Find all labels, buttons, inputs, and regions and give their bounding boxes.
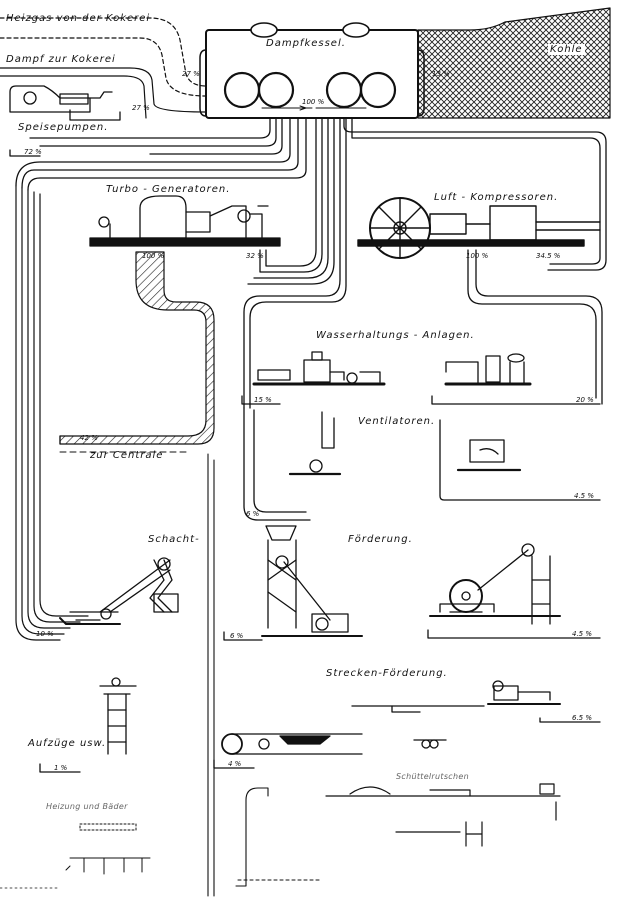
heizung-bader-machine — [65, 823, 151, 875]
label-dampfkessel: Dampfkessel. — [266, 38, 346, 49]
pct-coal: 13 % — [432, 70, 450, 78]
pct-forderung-right: 4.5 % — [572, 630, 592, 638]
pct-ventilator-right: 4.5 % — [574, 492, 594, 500]
heizgas-flow — [0, 17, 207, 97]
left-steam-column — [15, 185, 89, 641]
pct-wasser-left: 15 % — [254, 396, 272, 404]
label-kohle: Kohle — [548, 44, 585, 55]
label-heizgas: Heizgas von der Kokerei — [6, 13, 151, 24]
label-schuttelrutschen: Schüttelrutschen — [396, 772, 469, 781]
schuttelrutschen-machine — [325, 783, 561, 847]
label-schacht: Schacht- — [148, 534, 200, 545]
pct-boiler: 100 % — [302, 98, 325, 106]
wasserhaltung-machines — [241, 351, 601, 405]
label-strecken-forderung: Strecken-Förderung. — [326, 668, 448, 679]
label-dampf-kokerei: Dampf zur Kokerei — [6, 54, 116, 65]
exhaust-band — [59, 251, 215, 445]
label-aufzuge: Aufzüge usw. — [28, 738, 107, 749]
pct-schacht: 10 % — [36, 630, 54, 638]
schacht-headframe — [59, 557, 179, 625]
label-heizung-bader: Heizung und Bäder — [46, 802, 128, 811]
label-speisepumpen: Speisepumpen. — [18, 122, 109, 133]
pct-centrale: 42 % — [80, 434, 98, 442]
strecken-forderung-machine — [351, 680, 601, 723]
label-turbo-generatoren: Turbo - Generatoren. — [106, 184, 231, 195]
pct-conveyor: 4 % — [228, 760, 242, 768]
coal-flow — [417, 7, 611, 119]
label-forderung: Förderung. — [348, 534, 413, 545]
pct-steam-kokerei: 27 % — [132, 104, 150, 112]
pct-compressor-out: 34.5 % — [536, 252, 561, 260]
percentage-labels: 27 % 27 % 13 % 100 % 72 % 100 % 32 % 100… — [24, 70, 594, 772]
conveyor-machine — [213, 733, 447, 769]
forderung-headframe — [223, 525, 363, 641]
luft-kompressor-machine — [357, 197, 601, 259]
pct-wasser-right: 20 % — [576, 396, 594, 404]
ventilator-machines — [243, 407, 601, 521]
label-zur-centrale: zur Centrale — [90, 450, 164, 461]
speisepumpen-machine — [9, 85, 121, 157]
aufzug-machine — [39, 677, 137, 773]
pct-ventilator-left: 6 % — [246, 510, 260, 518]
center-column-lines — [207, 453, 321, 897]
label-wasserhaltungs: Wasserhaltungs - Anlagen. — [316, 330, 475, 341]
label-luft-kompressoren: Luft - Kompressoren. — [434, 192, 559, 203]
pct-forderung-left: 6 % — [230, 632, 244, 640]
turbo-generator-machine — [89, 195, 281, 247]
pct-heizgas: 27 % — [182, 70, 200, 78]
pct-strecken: 6.5 % — [572, 714, 592, 722]
main-steam-bundle — [15, 117, 607, 409]
compressor-air-lines — [467, 249, 603, 405]
pct-speisepumpen: 72 % — [24, 148, 42, 156]
dampfkessel-boiler — [199, 22, 425, 119]
pct-compressor-in: 100 % — [466, 252, 489, 260]
pct-aufzug: 1 % — [54, 764, 68, 772]
pct-turbo-in: 100 % — [142, 252, 165, 260]
hoist-winder — [427, 543, 601, 639]
label-ventilatoren: Ventilatoren. — [358, 416, 436, 427]
steam-kokerei-flow — [0, 67, 207, 119]
pct-turbo-out: 32 % — [246, 252, 264, 260]
